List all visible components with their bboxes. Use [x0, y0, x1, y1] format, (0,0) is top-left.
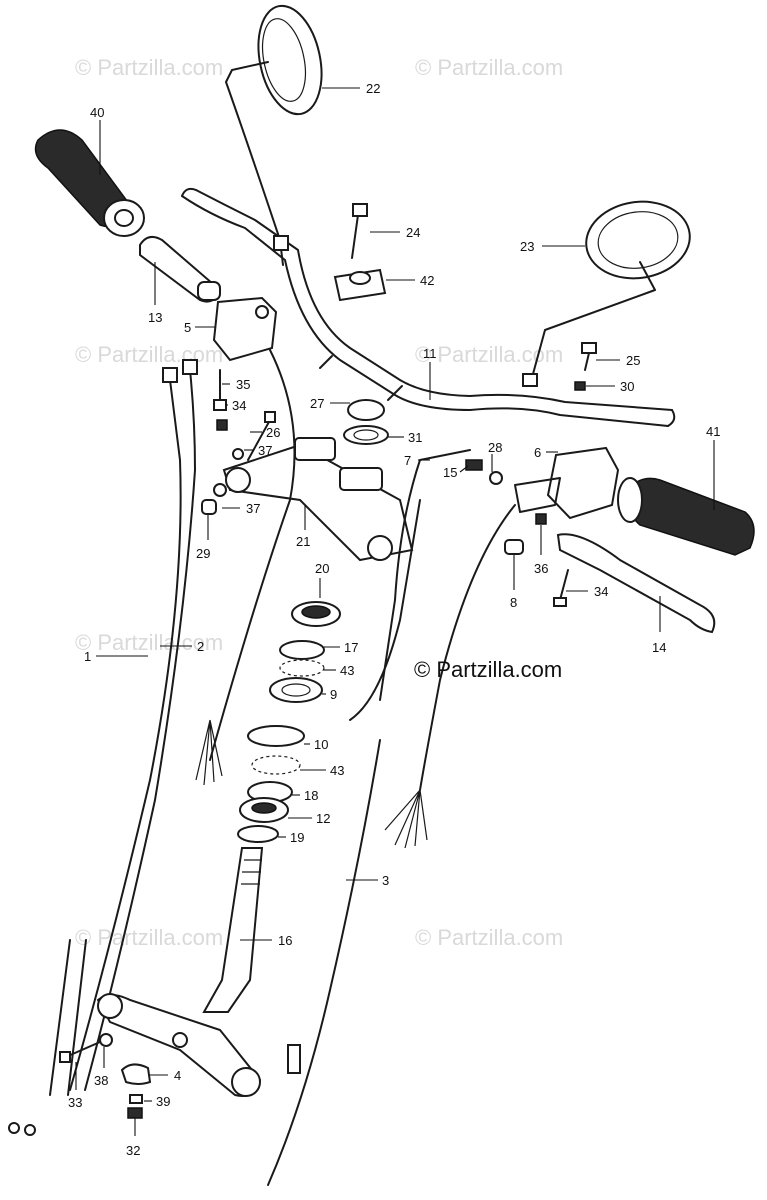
watermark: © Partzilla.com [75, 630, 223, 655]
callout-37-upper: 37 [258, 443, 272, 458]
clutch-lever [553, 533, 716, 634]
handlebar-clamp [333, 203, 387, 302]
callout-16: 16 [278, 933, 292, 948]
callout-14: 14 [652, 640, 666, 655]
handlebar [181, 187, 676, 427]
callout-37-lower: 37 [246, 501, 260, 516]
steering-stem [202, 847, 264, 1013]
callout-21: 21 [296, 534, 310, 549]
callout-4: 4 [174, 1068, 181, 1083]
callout-3: 3 [382, 873, 389, 888]
callout-29: 29 [196, 546, 210, 561]
callout-10: 10 [314, 737, 328, 752]
watermarks: © Partzilla.com © Partzilla.com © Partzi… [75, 55, 563, 950]
clutch-cable [267, 739, 381, 1186]
callout-12: 12 [316, 811, 330, 826]
bottom-hardware [59, 1033, 152, 1119]
watermark: © Partzilla.com [415, 925, 563, 950]
watermark: © Partzilla.com [75, 925, 223, 950]
watermark: © Partzilla.com [415, 55, 563, 80]
callout-2: 2 [197, 639, 204, 654]
callout-36: 36 [534, 561, 548, 576]
callout-27: 27 [310, 396, 324, 411]
callout-43-lower: 43 [330, 763, 344, 778]
right-mirror [522, 200, 691, 387]
callout-9: 9 [330, 687, 337, 702]
callout-19: 19 [290, 830, 304, 845]
callout-13: 13 [148, 310, 162, 325]
callout-5: 5 [184, 320, 191, 335]
callout-42: 42 [420, 273, 434, 288]
callout-26: 26 [266, 425, 280, 440]
callout-18: 18 [304, 788, 318, 803]
right-grip [617, 477, 755, 556]
callout-32: 32 [126, 1143, 140, 1158]
copyright-notice: © Partzilla.com [414, 657, 563, 682]
throttle-cables [8, 359, 198, 1136]
callout-40: 40 [90, 105, 104, 120]
callout-31: 31 [408, 430, 422, 445]
callout-1: 1 [84, 649, 91, 664]
watermark: © Partzilla.com [75, 342, 223, 367]
left-mirror [225, 4, 323, 266]
left-switch-housing [212, 296, 278, 362]
callout-34-right: 34 [594, 584, 608, 599]
steering-bearing-stack [237, 601, 341, 843]
callouts: 22 40 24 23 42 13 5 25 11 30 35 34 27 26… [68, 81, 720, 1158]
top-bridge [222, 437, 414, 562]
callout-25: 25 [626, 353, 640, 368]
callout-34-left: 34 [232, 398, 246, 413]
callout-41: 41 [706, 424, 720, 439]
callout-11: 11 [423, 346, 437, 361]
right-small-parts [465, 459, 547, 555]
throttle-tube [139, 235, 222, 303]
damper-rubber [343, 399, 389, 445]
left-grip [34, 129, 145, 237]
callout-7: 7 [404, 453, 411, 468]
callout-38: 38 [94, 1073, 108, 1088]
callout-30: 30 [620, 379, 634, 394]
watermark: © Partzilla.com [75, 55, 223, 80]
right-switch-housing [514, 446, 620, 520]
callout-33: 33 [68, 1095, 82, 1110]
callout-22: 22 [366, 81, 380, 96]
callout-17: 17 [344, 640, 358, 655]
bottom-bridge [96, 993, 262, 1097]
mirror-bolt [574, 342, 597, 391]
callout-24: 24 [406, 225, 420, 240]
callout-43-upper: 43 [340, 663, 354, 678]
callout-8: 8 [510, 595, 517, 610]
callout-35: 35 [236, 377, 250, 392]
switch-wires [195, 349, 516, 849]
callout-20: 20 [315, 561, 329, 576]
callout-39: 39 [156, 1094, 170, 1109]
callout-28: 28 [488, 440, 502, 455]
callout-23: 23 [520, 239, 534, 254]
left-bolts [201, 369, 276, 515]
callout-15: 15 [443, 465, 457, 480]
callout-6: 6 [534, 445, 541, 460]
